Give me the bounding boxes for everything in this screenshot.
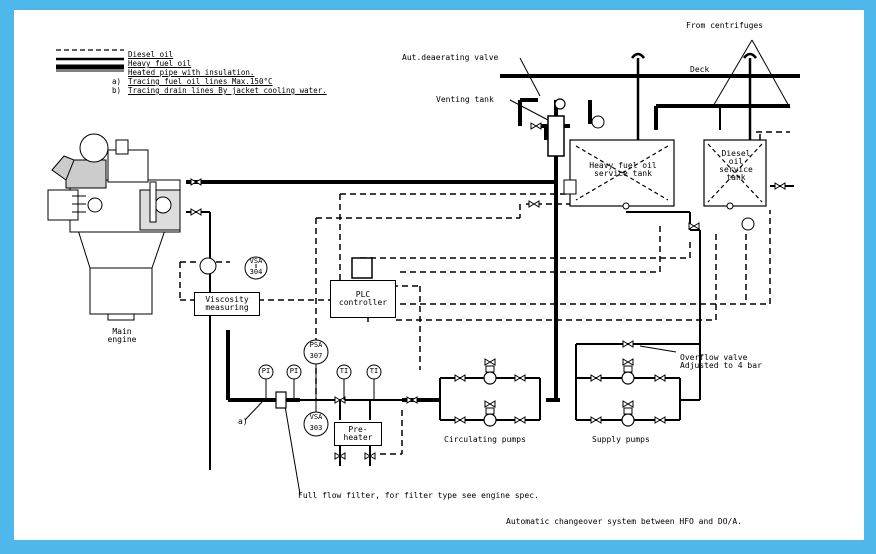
- circulating-pumps-label: Circulating pumps: [444, 435, 526, 444]
- diesel-service-tank: [703, 139, 767, 207]
- hfo-service-tank: [569, 139, 675, 207]
- ti-1-label: TI: [339, 367, 349, 375]
- deaerating-valve-label: Aut.deaerating valve: [402, 53, 499, 62]
- centrifuge-arrow-1: [711, 39, 753, 109]
- deck-risers: [631, 52, 757, 140]
- diagram-caption: Automatic changeover system between HFO …: [506, 517, 743, 526]
- drawing-panel: [14, 10, 864, 540]
- pre-heater-box: Pre-heater: [334, 422, 382, 446]
- plc-display: [351, 257, 373, 279]
- tracing-a-marker: a): [238, 417, 248, 426]
- deck-label: Deck: [690, 65, 710, 74]
- tank-gauge: [563, 179, 577, 195]
- main-engine-drawing: [47, 133, 181, 321]
- deaerating-leader: [519, 57, 541, 97]
- supply-pumps-label: Supply pumps: [592, 435, 650, 444]
- venting-tank: [547, 115, 565, 157]
- full-flow-filter-label: Full flow filter, for filter type see en…: [298, 491, 539, 500]
- instrument-circles: [199, 115, 755, 437]
- diesel-dashed-lines: [179, 131, 790, 455]
- pi-2-label: PI: [289, 367, 299, 375]
- venting-tank-label: Venting tank: [436, 95, 494, 104]
- ti-2-label: TI: [369, 367, 379, 375]
- venting-leader: [509, 99, 549, 121]
- legend-samples: [56, 49, 124, 72]
- filter-symbol: [275, 391, 287, 409]
- pi-1-label: PI: [261, 367, 271, 375]
- deaerating-valve-body: [554, 98, 566, 110]
- from-centrifuges-label: From centrifuges: [686, 21, 764, 30]
- centrifuge-arrow-2: [751, 39, 791, 109]
